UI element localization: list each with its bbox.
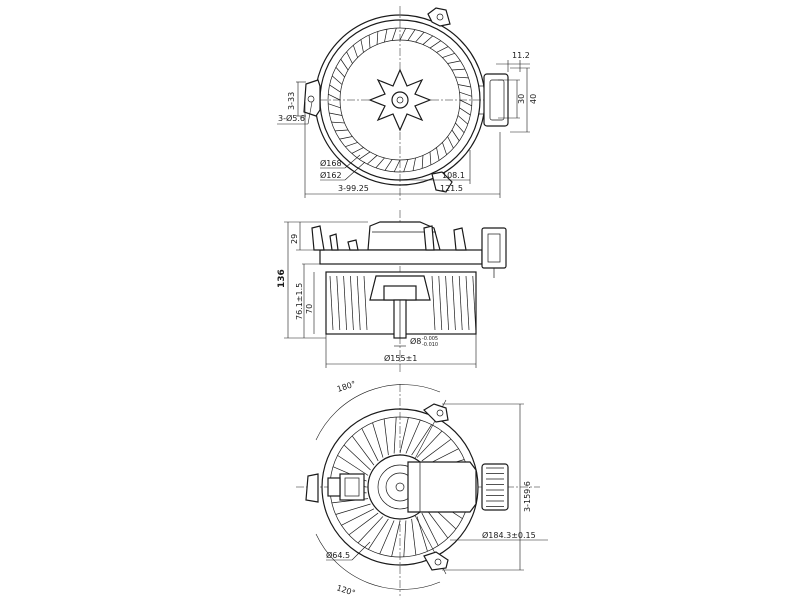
connector-top — [478, 73, 509, 127]
motor-body — [407, 461, 477, 513]
connector-left — [327, 473, 365, 501]
connector-side — [481, 227, 507, 278]
dim-d162: Ø162 — [320, 170, 342, 180]
dim-108-1: 108.1 — [442, 171, 465, 180]
dim-d64-5: Ø64.5 — [326, 550, 350, 560]
dim-d155: Ø155±1 — [384, 353, 417, 363]
dim-30: 30 — [517, 94, 526, 104]
bottom-view: 180° 120° 3-159.6 — [296, 379, 548, 598]
mount-tab-bottom-left — [305, 473, 319, 503]
wheel-outer-circle — [321, 408, 479, 566]
dim-shaft-tol-lower: -0.010 — [422, 342, 438, 348]
dim-76-1: 76.1±1.5 — [295, 283, 304, 320]
dim-d184-3: Ø184.3±0.15 — [482, 530, 536, 540]
mount-tab-bottom-top — [423, 403, 449, 423]
mount-tab-bottom — [431, 171, 453, 193]
dim-120deg: 120° — [335, 583, 356, 598]
top-view: 11.2 30 40 3-33 3-Ø5.6 Ø168 Ø162 108.1 3… — [277, 6, 538, 200]
mount-tab-left — [303, 79, 321, 117]
angle-arc-180 — [315, 384, 441, 441]
dim-136: 136 — [277, 269, 287, 288]
angle-arc-120 — [315, 533, 441, 590]
dim-70: 70 — [305, 304, 314, 314]
dim-shaft-tol-upper: -0.005 — [422, 336, 438, 342]
dim-180deg: 180° — [336, 379, 357, 394]
mount-tab-bottom-lower — [423, 551, 449, 571]
dim-3-d5-6: 3-Ø5.6 — [278, 113, 305, 123]
mount-flange — [319, 249, 483, 265]
dim-3-33: 3-33 — [287, 92, 296, 110]
dim-shaft: Ø8 — [410, 336, 421, 346]
wheel-blades — [329, 275, 477, 331]
dim-29: 29 — [290, 234, 299, 244]
mount-tab-top — [427, 7, 451, 27]
dim-11-2: 11.2 — [512, 51, 530, 60]
dim-40: 40 — [529, 94, 538, 104]
dim-3-159-6: 3-159.6 — [523, 481, 532, 512]
hub-star — [368, 68, 432, 132]
connector-bottom — [481, 463, 509, 511]
side-view: 136 29 76.1±1.5 70 Ø8 -0.005 -0.010 Ø155… — [277, 210, 507, 372]
fan-blades — [327, 27, 473, 173]
dim-d168: Ø168 — [320, 158, 342, 168]
dim-121-5: 121.5 — [440, 184, 463, 193]
dim-3-99-25: 3-99.25 — [338, 184, 369, 193]
